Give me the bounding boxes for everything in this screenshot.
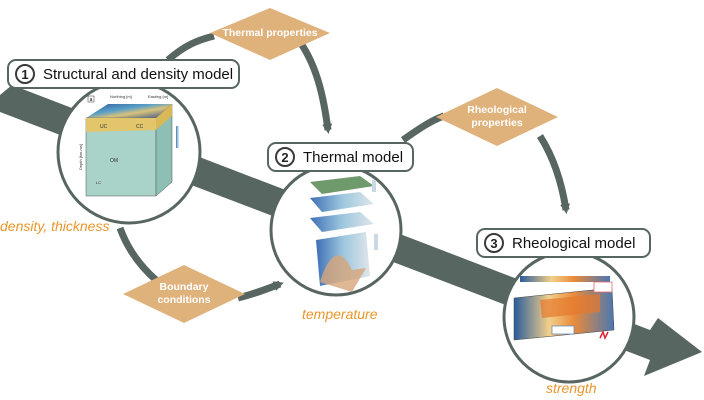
arrow-rheological-to-model3	[537, 134, 571, 214]
stage1-title-box: 1 Structural and density model	[7, 59, 240, 89]
stage1-number: 1	[15, 64, 35, 84]
svg-text:Depth [km-ms]: Depth [km-ms]	[78, 144, 83, 170]
arrow-to-thermal-properties	[165, 32, 215, 63]
stage3-title-box: 3 Rheological model	[476, 228, 651, 258]
arrow-boundary-to-model2	[237, 280, 284, 302]
stage2-number: 2	[275, 147, 295, 167]
svg-text:Northing [m]: Northing [m]	[110, 94, 132, 99]
arrow-model1-to-boundary	[116, 226, 159, 283]
svg-text:Easting [m]: Easting [m]	[148, 94, 168, 99]
stage2-output-caption: temperature	[302, 306, 378, 322]
rheological-properties-diamond	[436, 88, 558, 146]
arrow-thermal-to-model2	[297, 40, 333, 134]
svg-text:OM: OM	[110, 158, 118, 164]
panel-label-a: a	[90, 97, 93, 103]
structural-model-thumbnail: a Northing [m] Easting [m] Depth [km-ms]…	[78, 94, 179, 197]
thermal-model-thumbnail	[310, 176, 378, 292]
stage1-output-caption: density, thickness	[0, 218, 110, 234]
arrow-to-rheological-properties	[400, 112, 446, 143]
thermal-properties-diamond	[210, 8, 330, 60]
svg-text:CC: CC	[136, 124, 144, 130]
rheological-model-thumbnail	[513, 276, 615, 341]
svg-text:LC: LC	[96, 180, 101, 185]
stage3-output-caption: strength	[546, 380, 597, 396]
thermal-properties-label: Thermal properties	[222, 27, 318, 39]
stage1-title: Structural and density model	[43, 65, 234, 83]
stage3-number: 3	[484, 233, 504, 253]
stage2-title-box: 2 Thermal model	[267, 142, 414, 172]
stage2-title: Thermal model	[303, 148, 404, 166]
stage3-title: Rheological model	[512, 234, 636, 252]
svg-text:UC: UC	[100, 124, 108, 130]
boundary-conditions-diamond	[123, 265, 245, 323]
